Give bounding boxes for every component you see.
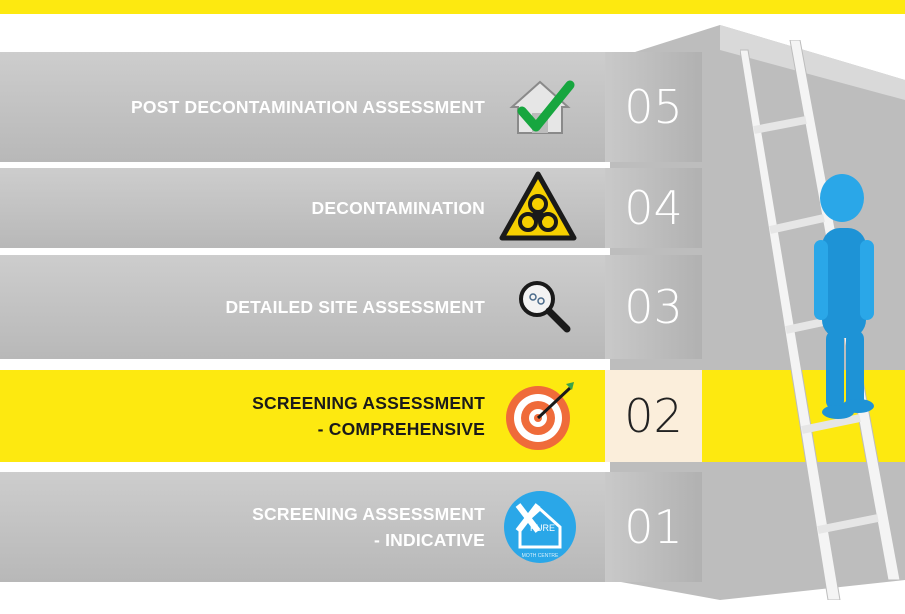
step-01: SCREENING ASSESSMENT - INDICATIVE PURE M… — [0, 472, 905, 582]
pure-logo-icon: PURE MOTH CENTRE — [500, 487, 580, 567]
step-label-line: DECONTAMINATION — [311, 198, 485, 218]
magnifier-icon — [505, 267, 585, 347]
step-number: 05 — [605, 52, 702, 162]
step-label-line: SCREENING ASSESSMENT — [252, 504, 485, 524]
step-band — [0, 255, 605, 359]
step-label-line: DETAILED SITE ASSESSMENT — [225, 297, 485, 317]
ladder-figure-illustration — [740, 40, 900, 600]
step-label: POST DECONTAMINATION ASSESSMENT — [25, 52, 485, 162]
step-label-line: - INDICATIVE — [374, 530, 485, 550]
step-label: DETAILED SITE ASSESSMENT — [25, 255, 485, 359]
step-03: DETAILED SITE ASSESSMENT 03 — [0, 255, 905, 359]
target-dart-icon — [500, 376, 580, 456]
logo-sub-text: MOTH CENTRE — [522, 553, 559, 559]
top-accent-bar — [0, 0, 905, 14]
step-label: DECONTAMINATION — [25, 168, 485, 248]
step-band — [0, 52, 605, 162]
biohazard-icon — [498, 168, 578, 248]
logo-brand-text: PURE — [530, 523, 555, 533]
step-label: SCREENING ASSESSMENT - INDICATIVE — [25, 472, 485, 582]
step-label-line: SCREENING ASSESSMENT — [252, 393, 485, 413]
step-label: SCREENING ASSESSMENT - COMPREHENSIVE — [25, 370, 485, 462]
step-number: 02 — [605, 370, 702, 462]
house-check-icon — [500, 67, 580, 147]
step-band — [0, 370, 905, 462]
step-number: 03 — [605, 255, 702, 359]
step-02: SCREENING ASSESSMENT - COMPREHENSIVE 02 — [0, 370, 905, 462]
step-label-line: POST DECONTAMINATION ASSESSMENT — [131, 97, 485, 117]
step-04: DECONTAMINATION 04 — [0, 168, 905, 248]
step-number: 04 — [605, 168, 702, 248]
step-number: 01 — [605, 472, 702, 582]
step-label-line: - COMPREHENSIVE — [317, 419, 485, 439]
step-05: POST DECONTAMINATION ASSESSMENT 05 — [0, 52, 905, 162]
